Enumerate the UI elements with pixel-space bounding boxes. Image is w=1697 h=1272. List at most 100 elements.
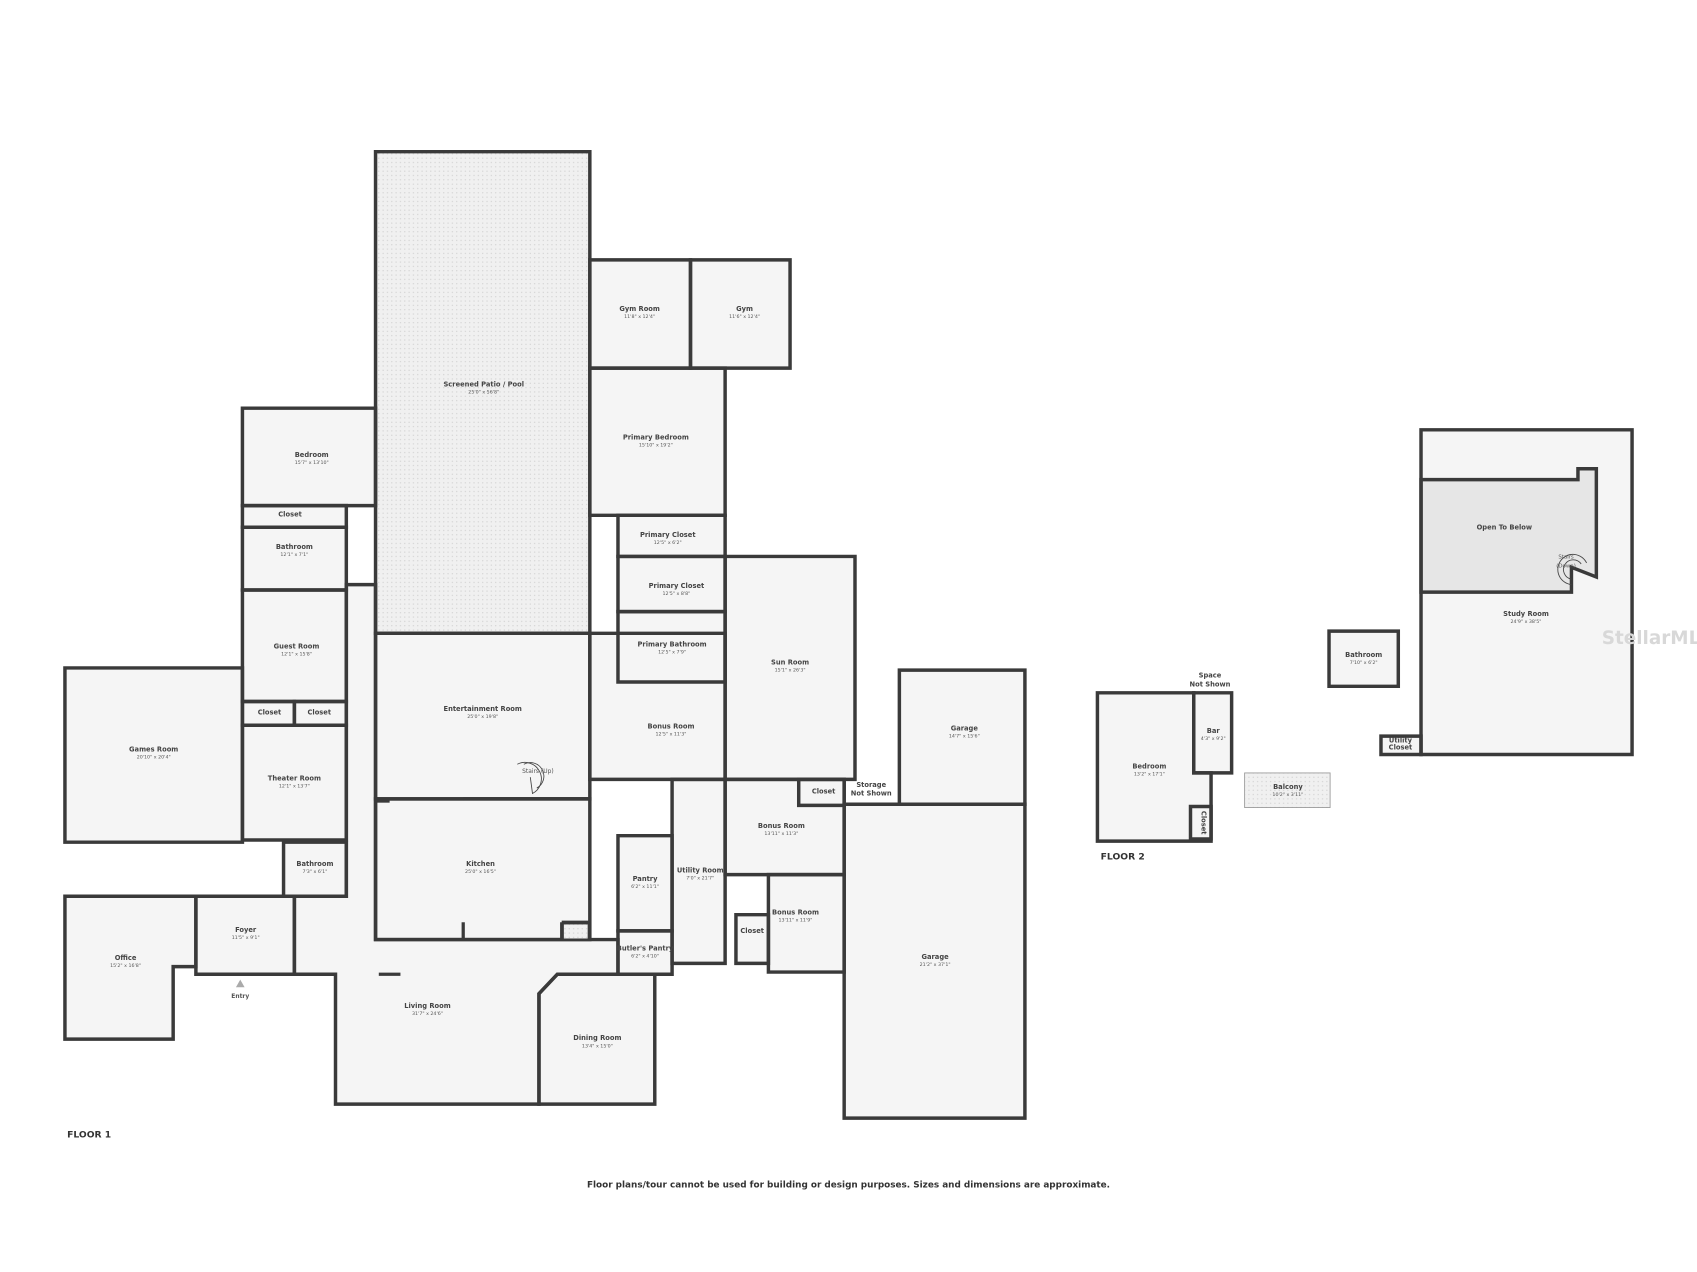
floor1-room-area [844,804,1025,1119]
floor1-room-wall [842,802,1027,1120]
room-name: Balcony [1273,783,1303,791]
floor1-room-label: Closet [740,927,764,935]
floor1-room-area [375,798,590,940]
room-name: Screened Patio / Pool [443,381,524,389]
room-dimensions: 25'0" x 19'8" [467,714,498,720]
room-dimensions: 31'7" x 24'6" [412,1011,443,1017]
floor1-room-area [375,151,590,634]
floor2-room-wall [1379,734,1423,757]
room-dimensions: 21'2" x 37'1" [920,962,951,968]
room-name: Gym [736,305,753,313]
floor1-room-wall [734,912,771,966]
stairs-up-icon [517,762,545,795]
room-name: Bar [1207,727,1221,735]
entry-label: Entry [231,993,249,1000]
room-name: Gym Room [619,305,660,313]
room-name: Butler's Pantry [617,944,674,952]
floor1-room-area [64,896,196,1040]
room-dimensions: 10'2" x 3'11" [1272,792,1303,798]
floor1-room-label: Closet [307,708,331,716]
walls-layer [63,149,1634,1120]
room-name: Utility Room [677,866,724,874]
room-name: Living Room [404,1002,451,1010]
room-dimensions: 13'4" x 15'0" [582,1043,613,1049]
room-name: Primary Bathroom [638,640,707,648]
entry-arrow-icon [235,979,245,988]
floor2-room-area [1190,806,1212,839]
floor1-room-wall [616,929,674,976]
room-name: Closet [278,510,302,518]
room-dimensions: Closet [1389,744,1413,752]
room-name: Bathroom [296,860,333,868]
space-label-2: Not Shown [1190,680,1231,688]
room-dimensions: 25'0" x 16'5" [465,869,496,875]
room-dimensions: 13'11" x 11'9" [778,918,812,924]
room-name: Bonus Room [648,723,695,731]
storage-label-1: Storage [856,781,886,789]
floor1-room-area [798,779,845,806]
room-name: Study Room [1503,610,1549,618]
room-dimensions: 12'5" x 11'3" [656,732,687,738]
room-dimensions: 24'9" x 38'5" [1511,619,1542,625]
room-dimensions: 12'5" x 8'8" [662,591,690,597]
room-name: Entertainment Room [443,705,521,713]
room-name: Closet [258,708,282,716]
room-name: Closet [812,787,836,795]
space-label-1: Space [1199,672,1222,680]
floor2-room-wall [1188,804,1213,841]
floor-2-label: FLOOR 2 [1101,851,1145,862]
room-dimensions: 12'5" x 7'9" [658,649,686,655]
room-name: Bonus Room [772,909,819,917]
floor2-room-label: Open To Below [1477,523,1533,531]
room-dimensions: 12'1" x 7'1" [280,552,308,558]
floor1-room-area [242,505,347,528]
room-dimensions: 6'2" x 4'10" [631,953,659,959]
room-dimensions: 4'3" x 9'2" [1201,736,1226,742]
floor1-room-area [725,556,855,780]
room-name: Bonus Room [758,822,805,830]
floor2-room-area [1329,631,1399,687]
floor1-room-area [64,667,243,843]
floor1-room-area [899,670,1025,805]
floor1-room-area [242,408,376,506]
floor2-room-area [1380,736,1422,755]
floor1-room-area [672,779,726,964]
room-dimensions: 13'2" x 17'1" [1134,772,1165,778]
floor1-room-area [617,556,726,612]
floor1-room-area [242,725,347,841]
floor2-room-area [1097,692,1212,842]
floor1-room-wall [63,666,245,844]
floor1-room-area [195,896,295,975]
room-name: Kitchen [466,860,495,868]
room-name: Closet [1199,811,1207,835]
floor2-room-area [1421,468,1597,593]
storage-label-2: Not Shown [851,790,892,798]
floor1-room-area [768,874,845,973]
floor-1-label: FLOOR 1 [67,1130,111,1141]
room-name: Pantry [633,875,659,883]
room-name: Theater Room [268,774,321,782]
floor1-room-area [589,368,726,516]
floor1-room-wall [688,258,792,370]
floor1-room-area [294,701,347,726]
room-dimensions: 25'0" x 56'8" [468,390,499,396]
room-name: Closet [307,708,331,716]
floor1-room-area [617,930,673,975]
room-dimensions: 12'1" x 15'8" [281,651,312,657]
floor1-room-area [242,527,347,591]
